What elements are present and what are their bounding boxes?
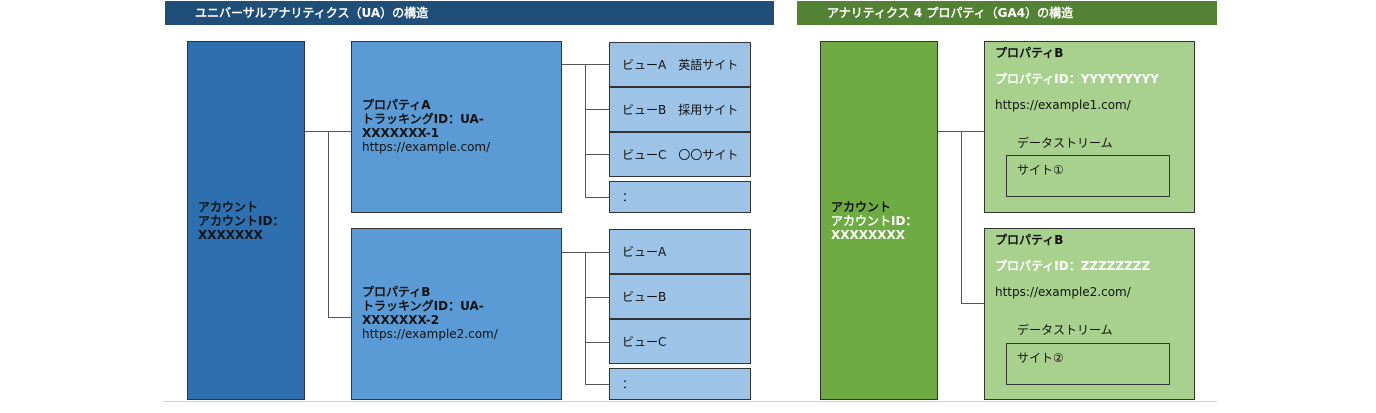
ua-account-id-value: XXXXXXX xyxy=(198,228,263,242)
ua-property-a-url: https://example.com/ xyxy=(362,140,491,154)
ga4-account-box: アカウント アカウントID： XXXXXXXX xyxy=(820,41,938,400)
ua-views-b-trunk xyxy=(585,252,586,384)
ua-property-b-url: https://example2.com/ xyxy=(362,327,498,341)
ua-property-b-name: プロパティB xyxy=(362,285,431,299)
ua-property-b-box: プロパティB トラッキングID：UA- XXXXXXX-2 https://ex… xyxy=(351,228,562,400)
ua-structure-title: ユニバーサルアナリティクス（UA）の構造 xyxy=(165,1,774,25)
ua-view-b2-connector xyxy=(585,297,609,298)
ga4-property-1-url: https://example1.com/ xyxy=(995,98,1131,112)
ua-view-a2: ビューB 採用サイト xyxy=(609,87,751,132)
ga4-property-2-connector xyxy=(961,303,984,304)
ua-property-trunk xyxy=(328,131,329,317)
ua-views-a-trunk xyxy=(585,64,586,197)
ga4-property-2-name: プロパティB xyxy=(995,233,1064,247)
ua-view-a3: ビューC 〇〇サイト xyxy=(609,132,751,177)
ua-view-b4-connector xyxy=(585,384,609,385)
ga4-property-1-box: プロパティB プロパティID：YYYYYYYYY https://example… xyxy=(984,41,1195,213)
ga4-property-2-stream-label: データストリーム xyxy=(1017,323,1113,337)
ga4-property-1-name: プロパティB xyxy=(995,46,1064,60)
bottom-divider xyxy=(163,401,1217,402)
ga4-account-name: アカウント xyxy=(831,200,892,214)
ga4-account-id-label: アカウントID： xyxy=(831,214,918,228)
ua-account-connector xyxy=(305,131,329,132)
ua-view-a4: ： xyxy=(609,181,751,213)
ua-property-a-tracking-id: トラッキングID：UA- xyxy=(362,112,484,126)
ga4-property-1-stream-item: サイト① xyxy=(1006,155,1170,197)
ua-account-name: アカウント xyxy=(198,200,259,214)
ua-view-a3-connector xyxy=(585,154,609,155)
ua-views-b-connector xyxy=(562,252,586,253)
ga4-property-2-url: https://example2.com/ xyxy=(995,285,1131,299)
ua-account-id-label: アカウントID： xyxy=(198,214,285,228)
ga4-property-2-stream-item: サイト② xyxy=(1006,343,1170,385)
ua-property-b-tracking-id: トラッキングID：UA- xyxy=(362,299,484,313)
ua-view-b4: ： xyxy=(609,368,751,400)
ua-account-box: アカウント アカウントID： XXXXXXX xyxy=(187,41,305,400)
ua-property-a-tracking-id-cont: XXXXXXX-1 xyxy=(362,126,440,140)
ua-views-a-connector xyxy=(562,64,586,65)
ga4-property-1-stream-label: データストリーム xyxy=(1017,136,1113,150)
ua-property-b-tracking-id-cont: XXXXXXX-2 xyxy=(362,313,440,327)
ga4-property-2-id: プロパティID：ZZZZZZZZ xyxy=(995,259,1151,273)
ga4-account-connector xyxy=(938,131,962,132)
ga4-property-2-box: プロパティB プロパティID：ZZZZZZZZ https://example2… xyxy=(984,228,1195,400)
ua-view-b2: ビューB xyxy=(609,274,751,319)
ua-view-b3: ビューC xyxy=(609,319,751,364)
ua-property-a-connector xyxy=(328,131,351,132)
ga4-property-trunk xyxy=(961,131,962,303)
ua-property-a-box: プロパティA トラッキングID：UA- XXXXXXX-1 https://ex… xyxy=(351,41,562,213)
ua-view-a1: ビューA 英語サイト xyxy=(609,42,751,87)
ga4-property-1-connector xyxy=(961,131,984,132)
ga4-structure-title: アナリティクス 4 プロパティ（GA4）の構造 xyxy=(797,1,1217,25)
ua-view-b1-connector xyxy=(585,252,609,253)
ua-view-b1: ビューA xyxy=(609,229,751,274)
ua-view-b3-connector xyxy=(585,342,609,343)
ua-property-a-name: プロパティA xyxy=(362,98,431,112)
ga4-property-1-id: プロパティID：YYYYYYYYY xyxy=(995,72,1159,86)
ua-view-a4-connector xyxy=(585,197,609,198)
ua-view-a1-connector xyxy=(585,64,609,65)
ua-view-a2-connector xyxy=(585,109,609,110)
ua-property-b-connector xyxy=(328,317,351,318)
ga4-account-id-value: XXXXXXXX xyxy=(831,228,906,242)
